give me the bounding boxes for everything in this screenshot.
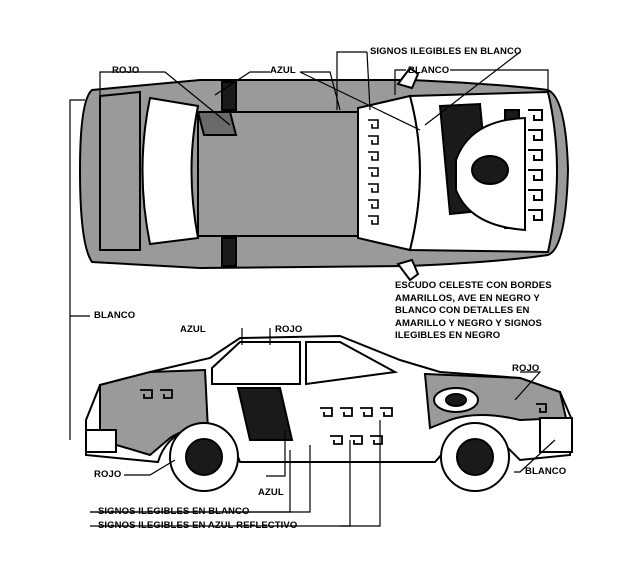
- top-trunk: [99, 90, 141, 251]
- label-top-signos-blanco: SIGNOS ILEGIBLES EN BLANCO: [370, 46, 522, 57]
- top-roof-red-stripe: [196, 111, 238, 136]
- label-front-rojo: ROJO: [512, 363, 540, 374]
- front-bumper: [539, 417, 573, 453]
- label-front-blanco: BLANCO: [525, 466, 567, 477]
- car-top-view: [78, 66, 570, 282]
- side-signs: [140, 389, 547, 445]
- top-rear-window: [141, 96, 200, 246]
- label-bottom-signos-azul: SIGNOS ILEGIBLES EN AZUL REFLECTIVO: [98, 520, 298, 531]
- label-bottom-signos-blanco: SIGNOS ILEGIBLES EN BLANCO: [98, 506, 250, 517]
- side-door-stripe: [236, 387, 294, 441]
- label-left-blanco: BLANCO: [94, 310, 136, 321]
- bird-icon: [471, 155, 509, 185]
- label-bottom-azul: AZUL: [258, 487, 284, 498]
- rear-wheel-hub: [185, 438, 223, 476]
- top-hood-signs: [528, 109, 543, 221]
- label-top-blanco: BLANCO: [408, 65, 450, 76]
- label-escudo-desc: ESCUDO CELESTE CON BORDES AMARILLOS, AVE…: [395, 280, 552, 341]
- car-side-view: [85, 334, 574, 492]
- top-door-stripe-upper: [221, 81, 237, 111]
- leader-lines: [69, 51, 556, 527]
- top-windshield: [357, 94, 421, 252]
- top-roof: [197, 111, 359, 237]
- label-side-azul: AZUL: [180, 324, 206, 335]
- top-mirror-upper: [396, 66, 420, 90]
- side-bird-icon: [445, 393, 467, 407]
- top-windshield-signs: [368, 119, 379, 225]
- front-wheel-hub: [456, 438, 494, 476]
- side-front-window: [305, 341, 399, 386]
- rear-bumper: [85, 429, 117, 453]
- label-rear-rojo: ROJO: [94, 469, 122, 480]
- label-top-azul: AZUL: [270, 65, 296, 76]
- label-top-rojo: ROJO: [112, 65, 140, 76]
- side-rear-window: [211, 341, 301, 385]
- label-side-rojo: ROJO: [275, 324, 303, 335]
- top-door-stripe-lower: [221, 237, 237, 267]
- top-mirror-lower: [396, 258, 420, 282]
